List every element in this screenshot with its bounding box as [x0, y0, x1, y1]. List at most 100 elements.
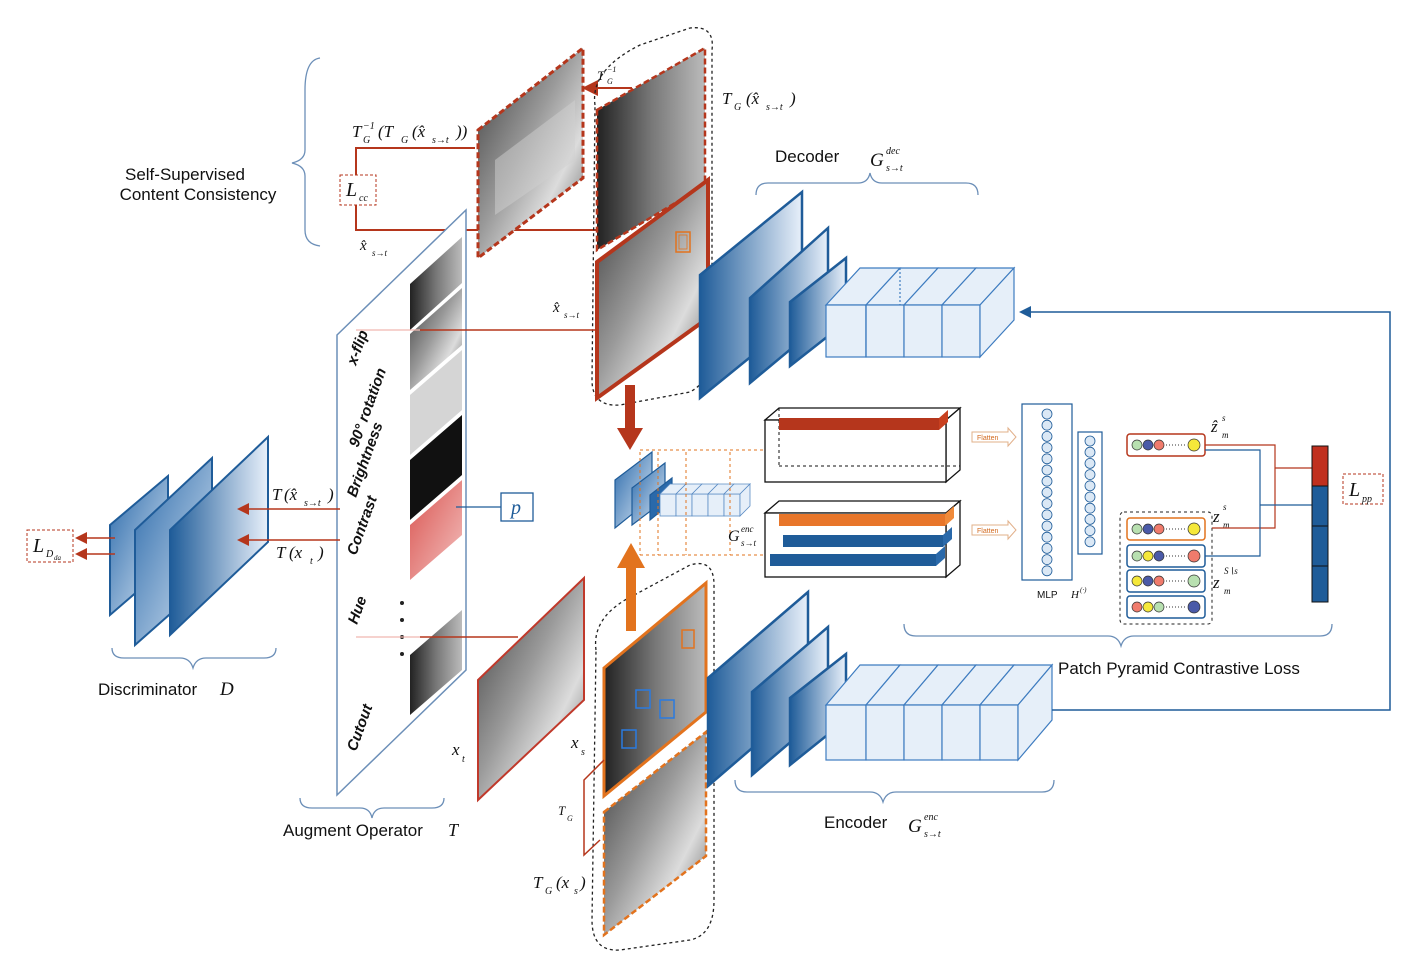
- tgxs-arg: (x: [556, 873, 570, 892]
- z-neg-sub: m: [1224, 586, 1231, 596]
- source-image: [602, 579, 708, 800]
- self-supervised-brace: [291, 57, 321, 247]
- pyramid-brace: [903, 623, 1333, 649]
- z-neg-label: z: [1212, 573, 1220, 592]
- candidate-vectors: [1119, 511, 1213, 625]
- consistency-mid: (T: [378, 122, 395, 141]
- svg-text:Flatten: Flatten: [977, 435, 999, 442]
- discriminator-symbol: D: [219, 679, 234, 700]
- p-symbol: p: [509, 497, 521, 519]
- mlp-neuron: [1041, 498, 1053, 510]
- encoder-sup: enc: [924, 812, 938, 823]
- t-xt-argsub: t: [310, 556, 313, 567]
- mlp-output-neuron: [1084, 457, 1096, 469]
- tg-xhat-sub: G: [734, 102, 741, 113]
- mid-encoder-sym: G: [728, 528, 740, 545]
- mlp: [1021, 403, 1103, 581]
- tg-inv-sup: −1: [607, 65, 616, 74]
- augment-label: Augment Operator: [283, 821, 423, 840]
- z-hat-sub: m: [1222, 430, 1229, 440]
- lpp-symbol: L: [1348, 479, 1360, 501]
- reconstructed-image: [476, 44, 585, 262]
- flatten-arrow-bottom: Flatten: [971, 519, 1017, 541]
- tg-xhat-argsub: s→t: [766, 102, 783, 113]
- tg-inv-sub: G: [607, 77, 613, 86]
- encoder-label: Encoder: [824, 813, 888, 832]
- mlp-output-neuron: [1084, 514, 1096, 525]
- xhat-generated-sub: s→t: [564, 310, 580, 320]
- mlp-label: MLP: [1037, 590, 1058, 601]
- mlp-output-neuron: [1084, 480, 1096, 492]
- consistency-arg: (x̂: [412, 122, 426, 141]
- xt-sub: t: [462, 754, 465, 765]
- self-supervised-label-2: Content Consistency: [120, 185, 277, 204]
- t-xhat-label: T: [272, 485, 283, 504]
- augment-inner-path: [356, 329, 420, 638]
- encoder-sym: G: [908, 816, 922, 837]
- consistency-T: T: [352, 122, 363, 141]
- mlp-neuron: [1041, 408, 1053, 420]
- ld-subsub: da: [54, 554, 62, 562]
- lcc-box: [339, 174, 377, 206]
- mlp-neuron: [1041, 486, 1053, 498]
- consistency-close: )): [455, 122, 468, 141]
- mlp-output-neuron: [1084, 536, 1096, 548]
- z-hat-label: ẑ: [1210, 417, 1218, 436]
- encoder-sub: s→t: [924, 829, 941, 840]
- t-xt-label: T: [276, 543, 287, 562]
- tg-line: [583, 759, 605, 857]
- ld-box: [26, 529, 74, 563]
- mid-encoder-dashes: [639, 449, 765, 556]
- mlp-neuron: [1041, 442, 1053, 454]
- consistency-mid-sub: G: [401, 135, 408, 146]
- decoder-brace: [755, 172, 979, 196]
- mlp-neuron: [1041, 543, 1053, 554]
- tgxs-close: ): [579, 873, 586, 892]
- augment-thumbnails: [410, 237, 462, 715]
- z-sub: m: [1223, 520, 1230, 530]
- decoder-label: Decoder: [775, 147, 840, 166]
- t-xhat-close: ): [327, 485, 334, 504]
- mlp-output-neuron: [1084, 525, 1096, 536]
- mlp-symbol: H: [1070, 589, 1080, 601]
- mlp-output-neuron: [1084, 469, 1096, 481]
- ld-symbol: L: [32, 535, 44, 557]
- mlp-neuron: [1041, 520, 1053, 532]
- mid-encoder: [614, 450, 751, 530]
- mlp-neuron: [1041, 509, 1053, 521]
- lpp-box: [1342, 473, 1384, 505]
- mlp-neuron: [1041, 464, 1053, 476]
- tgxs-argsub: s: [574, 886, 578, 897]
- t-xt-arg: (x: [289, 543, 303, 562]
- mlp-neuron: [1041, 565, 1053, 577]
- xs-sub: s: [581, 747, 585, 758]
- target-image: [477, 575, 585, 803]
- self-supervised-label-1: Self-Supervised: [125, 165, 245, 184]
- mlp-neuron: [1041, 554, 1053, 565]
- t-xt-close: ): [317, 543, 324, 562]
- t-xhat-argsub: s→t: [304, 498, 321, 509]
- z-neg-sup: S∖s: [1224, 566, 1238, 576]
- similarity-bar: [1311, 445, 1329, 603]
- decoder-sym: G: [870, 150, 884, 171]
- consistency-T-sup: −1: [363, 121, 375, 132]
- aug-ellipsis: [400, 601, 404, 656]
- mlp-output-neuron: [1084, 491, 1096, 503]
- mlp-neuron: [1041, 419, 1053, 431]
- discriminator-brace: [111, 647, 277, 671]
- mid-encoder-sup: enc: [741, 524, 754, 534]
- feature-box-top: [763, 406, 962, 484]
- xt-label: x: [451, 740, 460, 759]
- mid-encoder-sub: s→t: [741, 538, 757, 548]
- consistency-arg-sub: s→t: [432, 135, 449, 146]
- discriminator-label: Discriminator: [98, 680, 198, 699]
- generated-group-outline: [591, 27, 713, 406]
- ld-sub: D: [45, 549, 54, 560]
- tg-sub: G: [567, 814, 573, 823]
- tgxs-sub: G: [545, 886, 552, 897]
- tg-xhat-label: T: [722, 89, 733, 108]
- mlp-neuron: [1041, 430, 1053, 442]
- encoder-layers: [706, 589, 1054, 789]
- consistency-line-top: [355, 147, 475, 175]
